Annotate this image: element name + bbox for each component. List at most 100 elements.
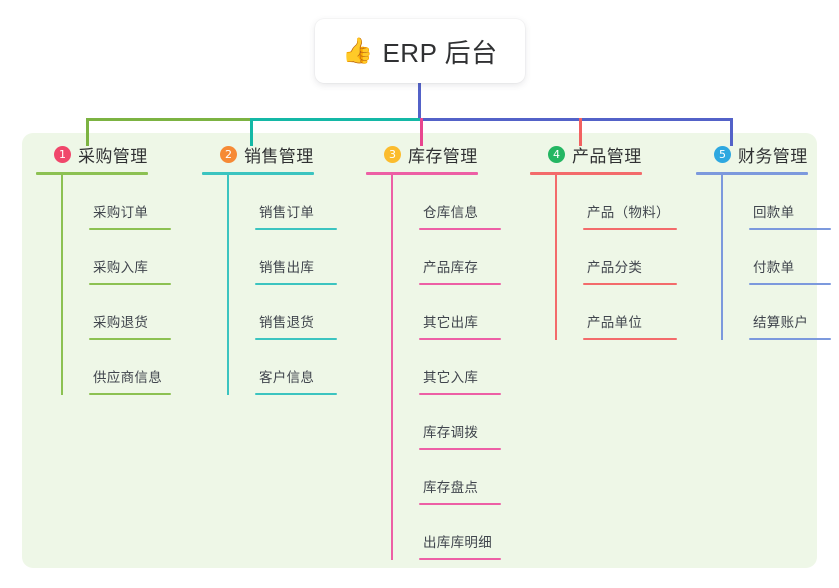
menu-item-label: 产品（物料） [587,205,670,220]
category-items-1: 采购订单采购入库采购退货供应商信息 [36,175,186,395]
category-items-2: 销售订单销售出库销售退货客户信息 [202,175,352,395]
menu-item-label: 付款单 [753,260,795,275]
category-title: 产品管理 [572,146,642,166]
root-node-title: ERP 后台 [382,37,498,68]
menu-item-label: 回款单 [753,205,795,220]
category-title: 库存管理 [408,146,478,166]
menu-item-label: 采购订单 [93,205,149,220]
category-header-rule [36,172,148,175]
menu-item-label: 库存调拨 [423,425,479,440]
category-items-3: 仓库信息产品库存其它出库其它入库库存调拨库存盘点出库库明细 [366,175,521,560]
menu-item-rule [749,338,831,340]
menu-item-label: 仓库信息 [423,205,479,220]
category-header-3[interactable]: 3 库存管理 [366,141,521,167]
menu-item-rule [255,338,337,340]
category-index-badge: 5 [714,145,731,163]
menu-item[interactable]: 结算账户 [724,285,831,340]
connector-root-stem [418,83,421,119]
menu-item-label: 产品库存 [423,260,479,275]
menu-item-label: 采购入库 [93,260,149,275]
menu-item-label: 库存盘点 [423,480,479,495]
menu-item-label: 出库库明细 [423,535,492,550]
category-header-rule [202,172,314,175]
connector-bus-segment-3 [420,118,732,121]
menu-item[interactable]: 仓库信息 [394,175,521,230]
menu-item[interactable]: 付款单 [724,230,831,285]
category-header-1[interactable]: 1 采购管理 [36,141,186,167]
thumbs-up-icon: 👍 [342,36,374,65]
connector-bus-segment-1 [86,118,252,121]
menu-item[interactable]: 产品单位 [558,285,685,340]
category-header-rule [696,172,808,175]
menu-item[interactable]: 出库库明细 [394,505,521,560]
menu-item-rule [419,283,501,285]
category-column-5: 5 财务管理回款单付款单结算账户 [696,141,831,340]
menu-item[interactable]: 销售出库 [230,230,352,285]
menu-item[interactable]: 其它出库 [394,285,521,340]
category-index-badge: 4 [548,145,565,163]
menu-item-rule [419,558,501,560]
category-column-2: 2 销售管理销售订单销售出库销售退货客户信息 [202,141,352,395]
category-header-2[interactable]: 2 销售管理 [202,141,352,167]
menu-item-label: 销售出库 [259,260,315,275]
menu-item[interactable]: 采购订单 [64,175,186,230]
menu-item[interactable]: 回款单 [724,175,831,230]
menu-item-label: 销售退货 [259,315,315,330]
category-spine [721,175,723,340]
connector-drop-2 [250,118,253,146]
menu-item[interactable]: 供应商信息 [64,340,186,395]
menu-item[interactable]: 销售订单 [230,175,352,230]
menu-item-label: 产品单位 [587,315,643,330]
menu-item[interactable]: 其它入库 [394,340,521,395]
category-spine [391,175,393,560]
menu-item[interactable]: 客户信息 [230,340,352,395]
menu-item-label: 销售订单 [259,205,315,220]
menu-item-rule [583,228,677,230]
menu-item-rule [255,393,337,395]
connector-drop-4 [579,118,582,146]
root-node-card[interactable]: 👍 ERP 后台 [315,19,525,83]
connector-drop-5 [730,118,733,146]
diagram-panel [22,133,817,568]
category-title: 财务管理 [738,146,808,166]
category-title: 采购管理 [78,146,148,166]
menu-item-label: 其它入库 [423,370,479,385]
menu-item-rule [419,393,501,395]
menu-item-label: 客户信息 [259,370,315,385]
menu-item-label: 其它出库 [423,315,479,330]
menu-item-rule [419,503,501,505]
menu-item[interactable]: 采购退货 [64,285,186,340]
menu-item[interactable]: 产品库存 [394,230,521,285]
menu-item-rule [89,338,171,340]
category-index-badge: 2 [220,145,237,163]
category-spine [61,175,63,395]
menu-item[interactable]: 产品（物料） [558,175,685,230]
category-index-badge: 3 [384,145,401,163]
menu-item[interactable]: 库存盘点 [394,450,521,505]
menu-item[interactable]: 产品分类 [558,230,685,285]
menu-item-label: 结算账户 [753,315,809,330]
menu-item[interactable]: 采购入库 [64,230,186,285]
menu-item[interactable]: 销售退货 [230,285,352,340]
menu-item-rule [255,283,337,285]
category-items-5: 回款单付款单结算账户 [696,175,831,340]
category-column-4: 4 产品管理产品（物料） 产品分类产品单位 [530,141,685,340]
category-column-3: 3 库存管理仓库信息产品库存其它出库其它入库库存调拨库存盘点出库库明细 [366,141,521,560]
menu-item-rule [419,338,501,340]
menu-item[interactable]: 库存调拨 [394,395,521,450]
menu-item-label: 采购退货 [93,315,149,330]
category-header-5[interactable]: 5 财务管理 [696,141,821,167]
menu-item-label: 供应商信息 [93,370,162,385]
category-spine [227,175,229,395]
menu-item-rule [749,228,831,230]
category-title: 销售管理 [244,146,314,166]
menu-item-rule [89,283,171,285]
connector-bus-segment-2 [250,118,422,121]
category-header-4[interactable]: 4 产品管理 [530,141,685,167]
menu-item-rule [255,228,337,230]
category-index-badge: 1 [54,145,71,163]
category-header-rule [366,172,478,175]
connector-drop-3 [420,118,423,146]
category-items-4: 产品（物料） 产品分类产品单位 [530,175,685,340]
connector-drop-1 [86,118,89,146]
